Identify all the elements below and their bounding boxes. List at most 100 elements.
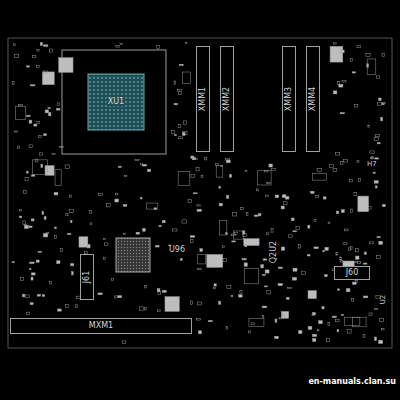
smd-part [287,287,291,288]
smd-part [328,222,330,223]
smd-part [193,193,197,194]
smd-part [330,46,343,62]
smd-part [381,328,384,330]
smd-part [184,121,187,124]
smd-part [266,195,269,196]
smd-part [223,259,226,262]
smd-part [312,334,316,336]
smd-part [245,245,247,247]
smd-part [27,312,30,315]
smd-part [191,175,195,178]
smd-part [116,45,120,47]
smd-part [265,270,269,273]
smd-part [369,242,373,244]
smd-part [364,252,366,255]
smd-part [205,157,207,160]
smd-part [357,45,361,47]
smd-part [382,53,384,56]
smd-part [282,195,286,197]
smd-part [380,319,384,322]
smd-part [38,251,42,252]
smd-part [37,49,39,51]
smd-part [42,295,44,297]
smd-part [313,338,316,341]
smd-part [215,163,218,165]
smd-part [54,235,56,238]
smd-part [341,314,343,315]
smd-part [337,289,339,290]
smd-part [374,181,378,183]
smd-part [140,197,142,199]
smd-part [368,125,370,127]
smd-part [56,108,59,110]
smd-part [296,227,299,230]
smd-part [375,186,377,188]
smd-part [281,311,288,318]
smd-part [353,282,357,284]
smd-part [29,268,31,269]
smd-part [227,286,231,289]
part-designator: Q2U2 [270,240,278,264]
smd-part [42,211,44,214]
smd-part [104,257,106,259]
smd-part [178,125,181,128]
smd-part [59,58,73,73]
part-designator: U2 [380,294,387,306]
smd-part [23,221,25,224]
smd-part [323,197,326,199]
smd-part [367,59,376,74]
smd-part [348,248,350,251]
smd-part [140,307,144,310]
part-designator: XU1 [107,98,125,106]
smd-part [233,213,237,216]
memory-slot: XMM3 [282,46,296,152]
smd-part [29,226,32,228]
smd-part [174,81,176,84]
smd-part [333,43,336,44]
smd-part [197,319,201,320]
mxm-slot: MXM1 [10,318,192,334]
part-designator: XMM2 [223,86,231,112]
smd-part [19,210,21,211]
smd-part [54,192,58,195]
smd-part [49,112,51,115]
smd-part [313,312,316,315]
smd-part [293,231,297,232]
smd-part [262,306,266,308]
smd-part [317,329,319,331]
smd-part [42,72,54,85]
smd-part [44,134,47,136]
smd-part [178,172,190,186]
smd-part [19,216,21,218]
smd-part [44,45,48,46]
smd-part [52,153,55,154]
smd-part [45,166,54,176]
smd-part [27,115,31,116]
smd-part [65,304,68,307]
smd-part [37,294,40,296]
smd-part [353,317,367,327]
smd-part [43,71,47,74]
smd-part [69,209,73,212]
connector-header: J61 [80,254,94,300]
smd-part [347,330,351,333]
smd-part [34,124,37,126]
smd-part [376,76,379,79]
smd-part [19,105,23,106]
smd-part [291,218,294,221]
part-designator: XMM1 [199,86,207,112]
part-designator: J61 [83,270,91,285]
smd-part [358,196,369,212]
smd-part [340,261,343,262]
smd-part [245,170,247,171]
smd-part [40,42,42,45]
mounting-hole-label: H7 [366,161,378,168]
smd-part [197,205,201,206]
smd-part [219,203,222,206]
smd-part [156,245,159,247]
smd-part [177,89,181,91]
smd-part [343,243,347,245]
smd-part [257,171,271,185]
connector-header: J60 [334,266,370,280]
smd-part [267,291,271,294]
